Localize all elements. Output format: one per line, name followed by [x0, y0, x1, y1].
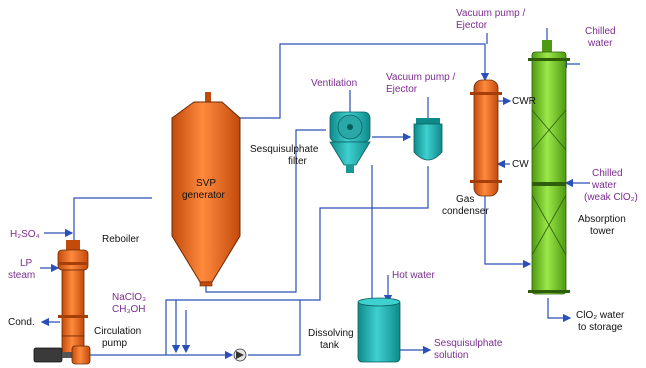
sesquisulphate-filter [329, 111, 371, 173]
labels: Vacuum pump / Ejector Chilled water Vent… [8, 8, 638, 361]
label-dissolving-tank: tank [320, 340, 340, 351]
label-circulation: Circulation [94, 326, 141, 337]
pipe-filtrate-return [165, 166, 429, 355]
pipes [40, 28, 590, 360]
dissolving-tank [357, 297, 401, 363]
label-gas-condenser-2: condenser [442, 206, 489, 217]
pipe-generator-to-condenser [215, 43, 490, 119]
label-hot-water: Hot water [392, 270, 435, 281]
label-ch3oh: CH₃OH [112, 304, 146, 315]
label-circulation-pump: pump [102, 338, 127, 349]
ejector-separator [413, 118, 443, 161]
label-chilled-weak-3: (weak ClO₂) [584, 192, 638, 203]
label-sesqui-filter-2: filter [288, 156, 308, 167]
label-cond: Cond. [8, 317, 35, 328]
label-chilled-weak: Chilled [592, 168, 623, 179]
label-lp-steam: steam [8, 270, 35, 281]
label-vacuum-mid-2: Ejector [386, 84, 418, 95]
pipe-reboiler-to-generator [73, 197, 152, 240]
label-h2so4: H₂SO₄ [10, 229, 40, 240]
pipe-tower-to-storage [547, 298, 572, 323]
label-dissolving: Dissolving [308, 328, 354, 339]
pipe-pump-out [248, 300, 301, 356]
label-vacuum-top: Vacuum pump / [456, 8, 526, 19]
pipe-condenser-to-tower [484, 196, 532, 269]
label-chilled-weak-2: water [591, 180, 617, 191]
label-sesqui-filter: Sesquisulphate [250, 144, 319, 155]
label-svp-generator: generator [182, 190, 225, 201]
label-reboiler: Reboiler [102, 234, 140, 245]
label-naclo3: NaClO₃ [112, 292, 146, 303]
label-chilled-water-top: Chilled [585, 26, 616, 37]
label-absorption: Absorption [578, 214, 626, 225]
reboiler [57, 240, 89, 355]
absorption-tower [528, 40, 570, 295]
gas-condenser [470, 79, 502, 197]
label-chilled-water-top-2: water [587, 38, 613, 49]
label-vacuum-mid: Vacuum pump / [386, 72, 456, 83]
label-vacuum-top-2: Ejector [456, 20, 488, 31]
label-clo2-water: ClO₂ water [576, 310, 625, 321]
svp-generator [171, 92, 241, 287]
circulation-pump [33, 345, 247, 365]
pipe-generator-to-filter [205, 129, 326, 293]
label-absorption-2: tower [590, 226, 615, 237]
label-ventilation: Ventilation [311, 78, 357, 89]
label-clo2-storage: to storage [578, 322, 623, 333]
label-sesqui-solution-2: solution [434, 350, 468, 361]
label-svp: SVP [196, 178, 216, 189]
label-sesqui-solution: Sesquisulphate [434, 338, 503, 349]
label-lp: LP [20, 258, 33, 269]
label-cwr: CWR [512, 96, 536, 107]
label-cw: CW [512, 159, 529, 170]
label-gas-condenser: Gas [456, 194, 474, 205]
